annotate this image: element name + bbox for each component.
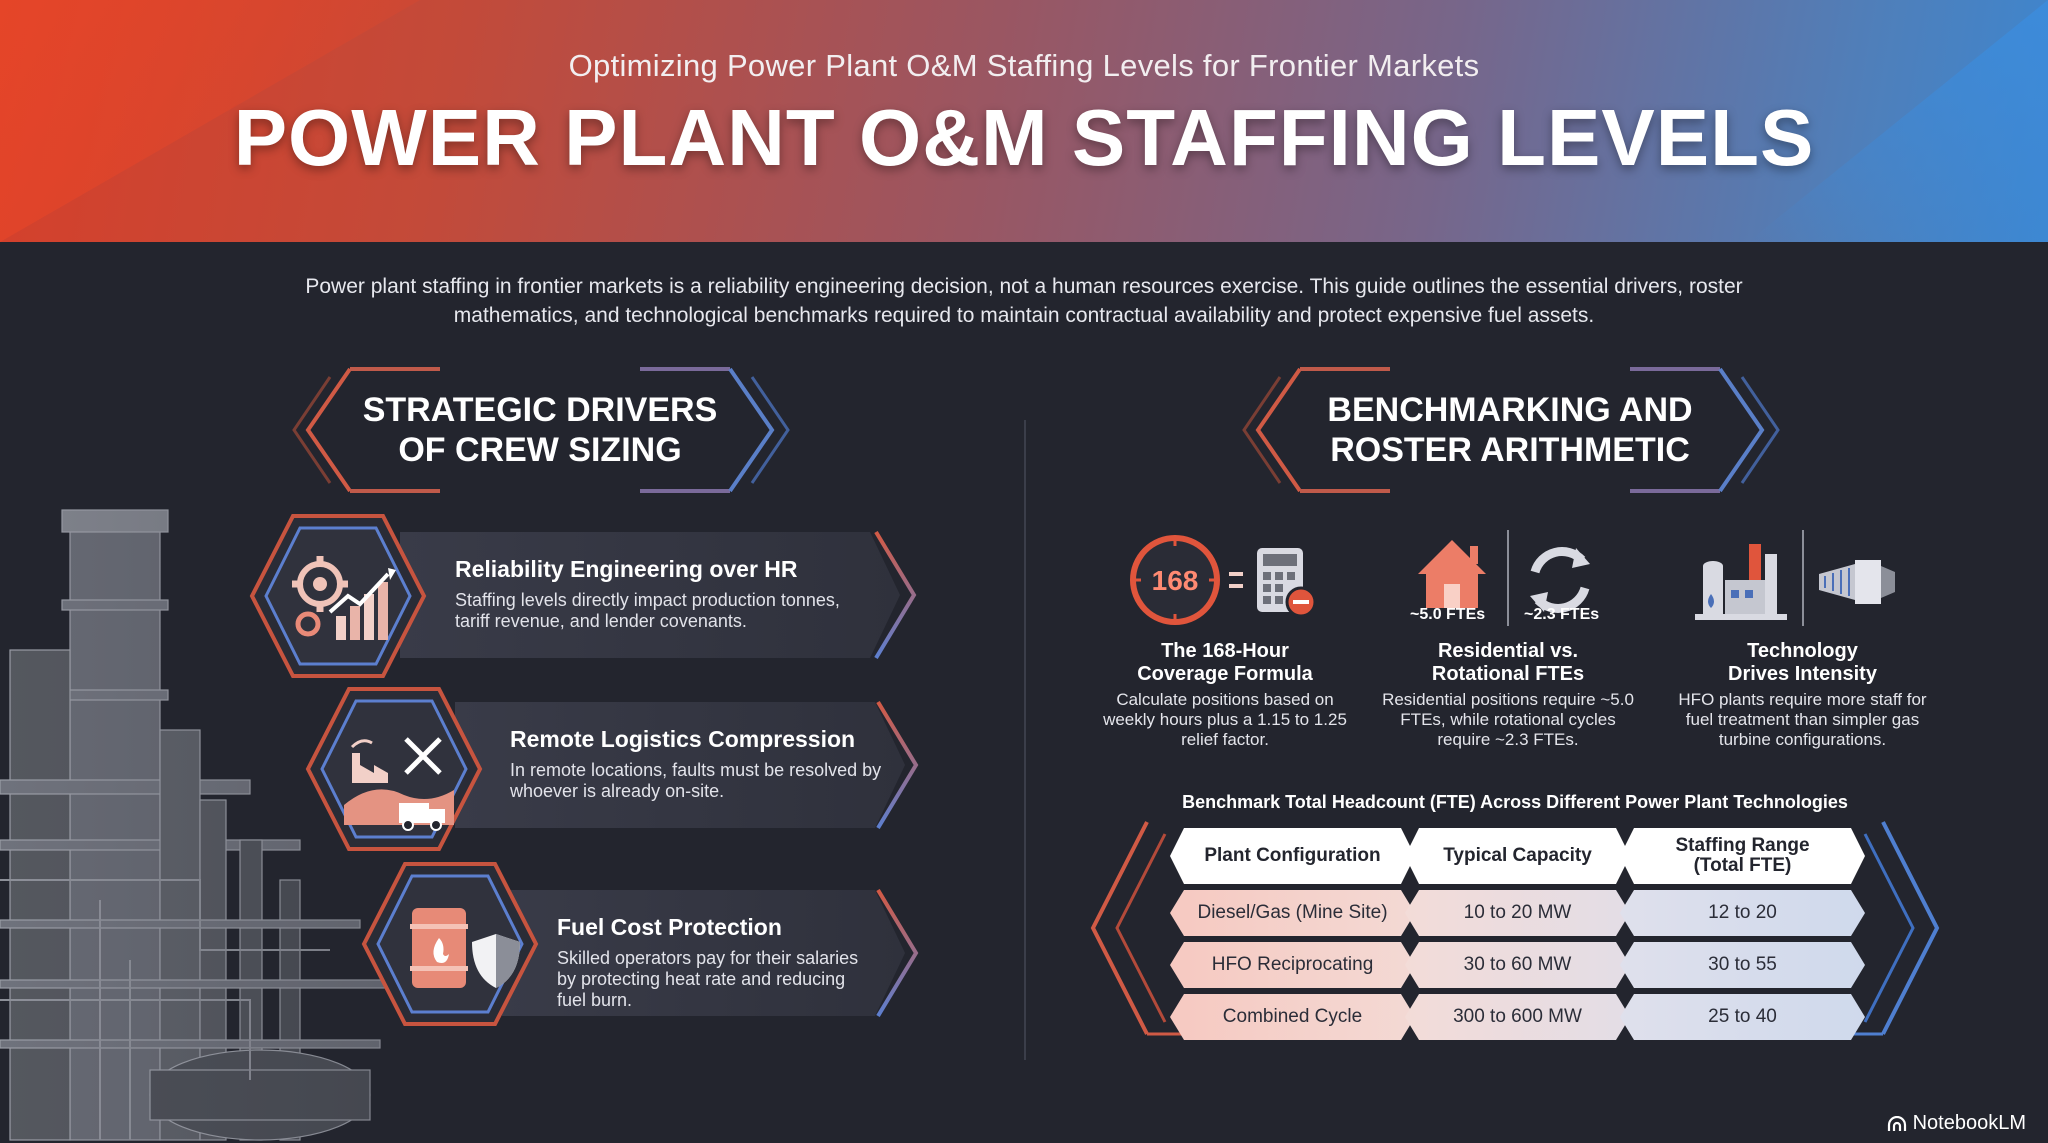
clock-value: 168 [1152,565,1199,596]
benchmark-residential: Residential vs. Rotational FTEs Resident… [1378,640,1638,750]
benchmark-desc: HFO plants require more staff for fuel t… [1678,690,1927,749]
strategic-drivers-heading-line2: OF CREW SIZING [398,431,682,469]
fte-rotational-label: ~2.3 FTEs [1524,606,1600,623]
hex-badge-fuel [361,862,539,1026]
benchmarking-heading-line1: BENCHMARKING AND [1327,391,1693,429]
page-subtitle: Optimizing Power Plant O&M Staffing Leve… [568,48,1480,83]
table-cell: Combined Cycle [1170,994,1415,1040]
benchmark-coverage: The 168-Hour Coverage Formula Calculate … [1100,640,1350,750]
hex-badge-reliability [249,514,427,678]
clock-icon [1130,535,1220,625]
table-title: Benchmark Total Headcount (FTE) Across D… [1182,792,1848,812]
driver-title: Reliability Engineering over HR [455,556,798,582]
section-divider [1024,420,1026,1060]
strategic-drivers-heading-line1: STRATEGIC DRIVERS [362,391,718,429]
intro-paragraph: Power plant staffing in frontier markets… [305,275,1743,327]
driver-card-logistics: Remote Logistics Compression In remote l… [455,702,905,828]
benchmarking-heading: BENCHMARKING AND ROSTER ARITHMETIC [1230,365,1790,495]
house-icon [1418,540,1486,608]
notebooklm-logo-icon [1887,1115,1906,1131]
table-cell: 12 to 20 [1620,890,1865,936]
page-title: POWER PLANT O&M STAFFING LEVELS [233,93,1815,182]
benchmark-desc: Residential positions require ~5.0 FTEs,… [1382,690,1634,749]
driver-title: Remote Logistics Compression [510,726,856,752]
heading-chevron-frame [292,367,790,493]
table-cell: HFO Reciprocating [1170,942,1415,988]
fuel-barrel-shield-icon [410,908,520,988]
benchmark-title-line2: Drives Intensity [1728,663,1877,685]
table-cell: 30 to 60 MW [1405,942,1630,988]
hex-badge-logistics [305,687,483,851]
driver-desc: Staffing levels directly impact producti… [455,590,840,631]
driver-card-fuel: Fuel Cost Protection Skilled operators p… [502,890,905,1016]
gear-chart-icon [292,556,396,640]
benchmark-title-line1: The 168-Hour [1161,640,1289,662]
benchmarking-heading-line2: ROSTER ARITHMETIC [1330,431,1690,469]
driver-desc: Skilled operators pay for their salaries… [557,948,859,1010]
driver-card-reliability: Reliability Engineering over HR Staffing… [400,532,900,658]
driver-desc: In remote locations, faults must be reso… [510,760,882,801]
card-chevron [874,530,917,660]
benchmark-title-line2: Rotational FTEs [1431,663,1585,685]
header-banner: Optimizing Power Plant O&M Staffing Leve… [0,0,2048,242]
card-chevron [876,888,919,1018]
benchmark-title-line1: Residential vs. [1437,640,1579,662]
factory-truck-tools-icon [344,737,454,831]
coverage-formula-graphic: 168 [1130,535,1317,625]
branding-text: NotebookLM [1912,1112,2026,1134]
driver-title: Fuel Cost Protection [557,914,782,940]
gas-turbine-icon [1819,560,1895,604]
hfo-plant-icon [1695,544,1787,620]
table-cell: 300 to 600 MW [1405,994,1630,1040]
benchmark-title-line2: Coverage Formula [1137,663,1313,685]
table-header-cell: Typical Capacity [1405,828,1630,884]
technology-graphic [1695,530,1895,626]
heading-chevron-frame [1242,367,1780,493]
benchmark-desc: Calculate positions based on weekly hour… [1103,690,1347,749]
table-cell: 25 to 40 [1620,994,1865,1040]
fte-residential-label: ~5.0 FTEs [1410,606,1486,623]
benchmark-technology: Technology Drives Intensity HFO plants r… [1665,640,1940,750]
equals-icon [1229,572,1243,576]
table-header-cell: Plant Configuration [1170,828,1415,884]
notebooklm-logo: NotebookLM [1887,1112,2026,1135]
table-header-cell: Staffing Range (Total FTE) [1620,828,1865,884]
benchmark-title-line1: Technology [1747,640,1858,662]
residential-rotational-graphic [1418,530,1590,626]
table-cell: Diesel/Gas (Mine Site) [1170,890,1415,936]
strategic-drivers-heading: STRATEGIC DRIVERS OF CREW SIZING [280,365,800,495]
table-cell: 10 to 20 MW [1405,890,1630,936]
calculator-icon [1257,548,1317,618]
card-chevron [876,700,919,830]
table-cell: 30 to 55 [1620,942,1865,988]
